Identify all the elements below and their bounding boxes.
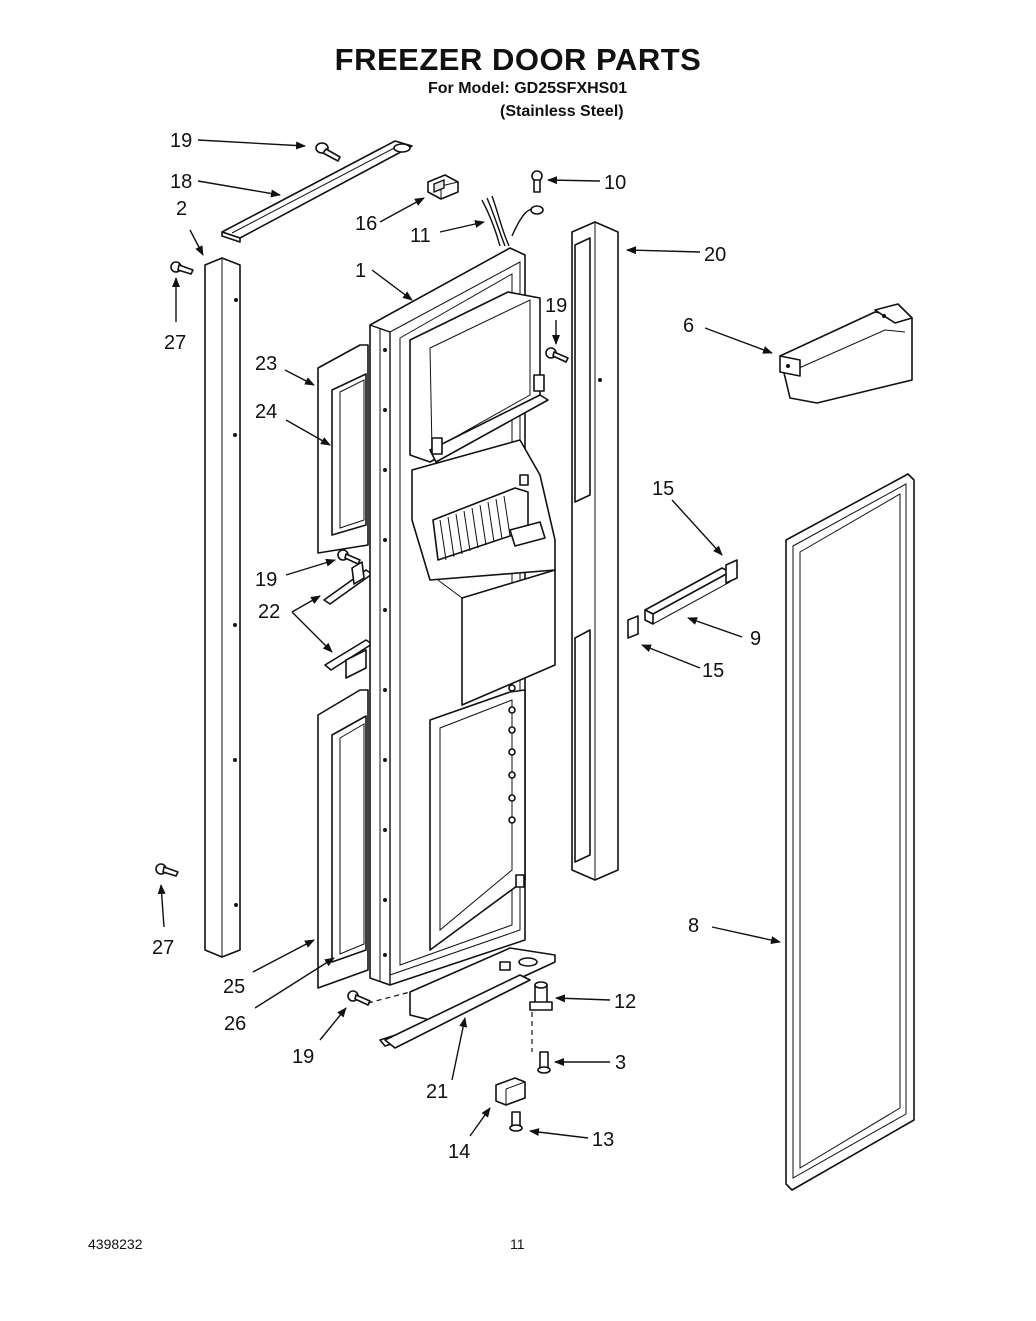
part-14-hinge-block <box>495 1077 526 1106</box>
finish-line: (Stainless Steel) <box>500 103 624 120</box>
page-title: FREEZER DOOR PARTS <box>334 42 702 77</box>
callout-23: 23 <box>255 353 277 375</box>
callout-19-top: 19 <box>170 130 192 152</box>
leader-lines <box>157 139 781 1139</box>
callout-19-mid: 19 <box>255 569 277 591</box>
part-19-screw-bottom <box>347 990 371 1006</box>
part-24-upper-gasket <box>331 373 367 536</box>
part-12-hinge-pin <box>529 981 553 1011</box>
callout-27-top: 27 <box>164 332 186 354</box>
callout-8: 8 <box>688 915 699 937</box>
part-3-screw <box>537 1051 551 1074</box>
part-19-screw-mid <box>337 549 361 565</box>
callout-20: 20 <box>704 244 726 266</box>
part-27-screw-bottom <box>155 863 179 877</box>
part-22-bracket-lower <box>324 639 373 679</box>
callout-21: 21 <box>426 1081 448 1103</box>
part-15-endcap-lower <box>627 615 639 639</box>
document-number: 4398232 <box>88 1236 143 1252</box>
part-26-lower-gasket <box>331 715 367 963</box>
callout-6: 6 <box>683 315 694 337</box>
callout-16: 16 <box>355 213 377 235</box>
part-2-left-trim <box>204 257 241 958</box>
part-10-screw <box>531 170 543 193</box>
page-number: 11 <box>510 1236 525 1252</box>
part-19-screw-right <box>545 347 569 363</box>
part-8-door-gasket <box>785 473 915 1191</box>
callout-24: 24 <box>255 401 277 423</box>
callout-2: 2 <box>176 198 187 220</box>
part-18-top-trim <box>221 140 413 243</box>
part-13-screw <box>509 1111 523 1132</box>
callout-19-bottom: 19 <box>292 1046 314 1068</box>
callout-19-right: 19 <box>545 295 567 317</box>
part-9-slide-rail <box>644 567 731 625</box>
liner-holes <box>383 348 387 957</box>
model-line: For Model: GD25SFXHS01 <box>428 80 628 97</box>
callout-15-upper: 15 <box>652 478 674 500</box>
screw-dash-line <box>367 991 411 1004</box>
callout-9: 9 <box>750 628 761 650</box>
callout-27-bottom: 27 <box>152 937 174 959</box>
callout-12: 12 <box>614 991 636 1013</box>
lower-recess-holes <box>508 684 516 824</box>
part-22-bracket-upper <box>323 561 373 605</box>
part-6-handle-bracket <box>779 303 913 404</box>
callout-11: 11 <box>410 225 431 247</box>
callout-26: 26 <box>224 1013 246 1035</box>
grille-slats <box>439 495 511 561</box>
callout-labels: 19 18 2 27 16 11 10 1 20 19 6 23 24 19 2… <box>152 130 761 1163</box>
callout-14: 14 <box>448 1141 470 1163</box>
part-27-screw-top <box>170 261 194 275</box>
callout-15-lower: 15 <box>702 660 724 682</box>
callout-22: 22 <box>258 601 280 623</box>
callout-25: 25 <box>223 976 245 998</box>
callout-13: 13 <box>592 1129 614 1151</box>
part-21-hinge-bracket <box>379 947 556 1049</box>
part-15-endcap-upper <box>725 559 738 584</box>
callout-1: 1 <box>355 260 366 282</box>
callout-18: 18 <box>170 171 192 193</box>
part-19-screw-top <box>315 142 341 162</box>
part-16-connector <box>427 174 459 200</box>
part-20-right-trim <box>571 221 619 881</box>
callout-10: 10 <box>604 172 626 194</box>
part-11-wire-harness <box>481 195 544 247</box>
part-1-door-liner <box>369 247 556 986</box>
callout-3: 3 <box>615 1052 626 1074</box>
